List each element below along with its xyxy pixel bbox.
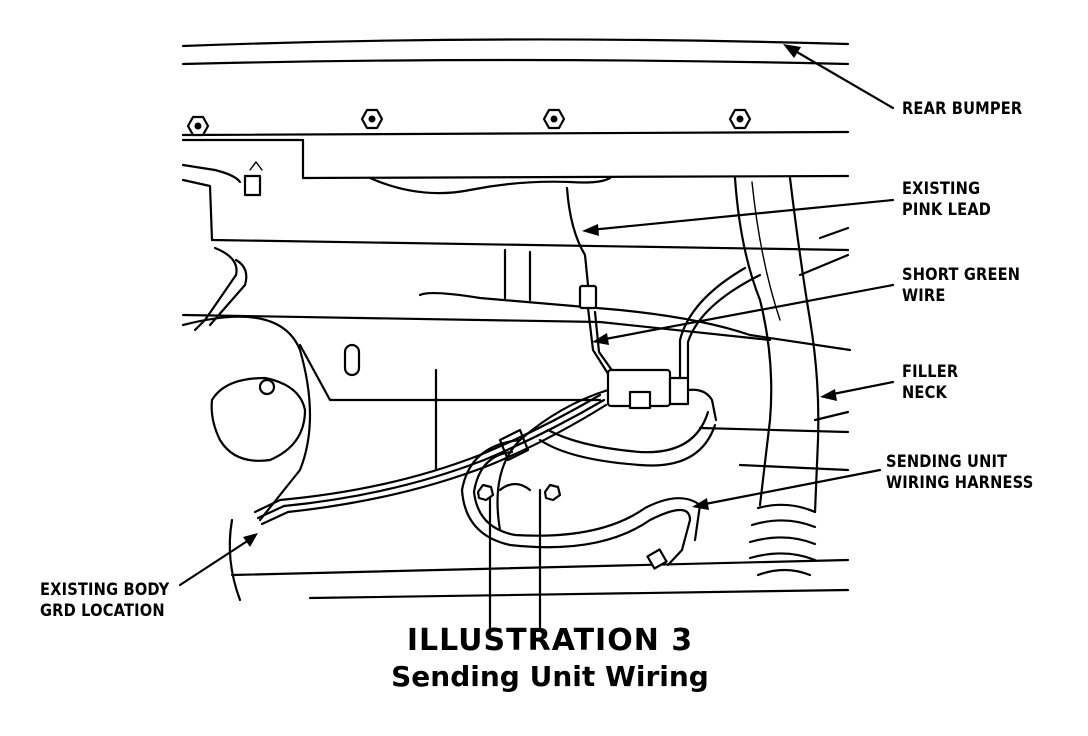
pink-lead-drawing	[565, 186, 618, 382]
frame-structure	[181, 161, 852, 602]
body-panel-left	[181, 315, 312, 522]
label-short-green-wire: SHORT GREEN WIRE	[902, 265, 1021, 306]
label-existing-pink-lead: EXISTING PINK LEAD	[902, 179, 992, 220]
illustration-title: ILLUSTRATION 3	[406, 623, 694, 658]
sending-unit-connector	[606, 266, 762, 422]
label-filler-neck: FILLER NECK	[902, 362, 959, 403]
label-existing-body-grd-location: EXISTING BODY GRD LOCATION	[40, 580, 170, 621]
wiring-harness-drawing	[253, 388, 717, 632]
illustration-subtitle: Sending Unit Wiring	[391, 660, 709, 693]
leader-lines	[178, 44, 895, 587]
label-sending-unit-wiring-harness: SENDING UNIT WIRING HARNESS	[886, 452, 1034, 493]
filler-neck-drawing	[733, 176, 820, 577]
bumper-bolts	[186, 108, 752, 137]
rear-bumper-drawing	[181, 38, 850, 180]
label-rear-bumper: REAR BUMPER	[902, 99, 1023, 119]
